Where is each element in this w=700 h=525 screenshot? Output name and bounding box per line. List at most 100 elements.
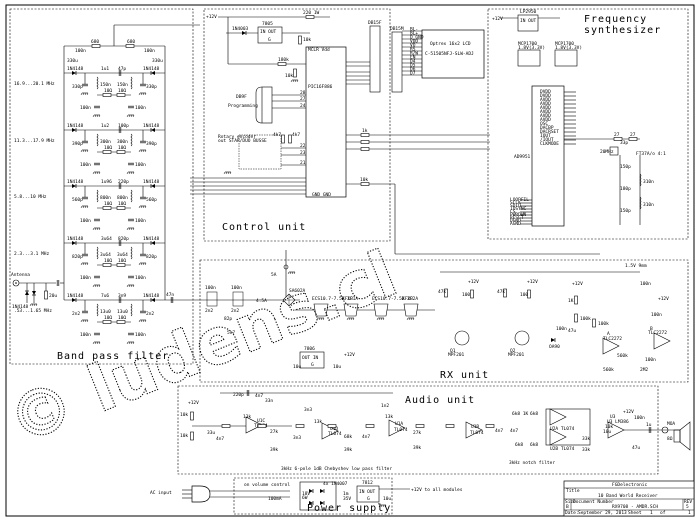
svg-text:A: A (607, 331, 610, 337)
control-unit-border (203, 8, 391, 242)
svg-text:1K: 1K (568, 298, 574, 304)
svg-text:3n3: 3n3 (304, 407, 312, 413)
svg-text:+12V: +12V (492, 16, 503, 22)
svg-text:2M2: 2M2 (640, 367, 648, 373)
svg-text:10Ω: 10Ω (104, 258, 112, 264)
db15f-connector (369, 25, 381, 93)
ac-plug-icon (191, 485, 211, 503)
transistor-q2 (514, 330, 530, 346)
svg-text:39k: 39k (344, 447, 352, 453)
svg-text:47p: 47p (118, 66, 126, 72)
svg-text:SA602A: SA602A (289, 288, 306, 294)
band-range-label: 5.8...10 MHz (14, 194, 47, 200)
svg-text:820p: 820p (146, 254, 157, 260)
lcd-module (421, 29, 485, 79)
svg-text:4n7: 4n7 (255, 393, 263, 399)
svg-text:560k: 560k (617, 353, 628, 359)
svg-text:7806: 7806 (304, 346, 315, 352)
svg-text:R/W: R/W (410, 51, 418, 57)
svg-text:820p: 820p (72, 254, 83, 260)
svg-text:Document Number: Document Number (573, 499, 614, 505)
svg-text:100n: 100n (80, 162, 91, 168)
svg-text:TLC2272: TLC2272 (603, 336, 622, 342)
svg-text:4k7: 4k7 (273, 132, 281, 138)
svg-text:3kHz notch filter: 3kHz notch filter (509, 460, 555, 466)
svg-text:10Ω: 10Ω (118, 88, 126, 94)
svg-text:DGND: DGND (510, 218, 521, 224)
svg-text:100: 100 (462, 292, 470, 298)
svg-text:2n2: 2n2 (231, 308, 239, 314)
svg-text:10k: 10k (285, 73, 293, 79)
svg-text:47u: 47u (632, 445, 640, 451)
svg-text:390p: 390p (146, 141, 157, 147)
svg-text:G: G (367, 496, 370, 502)
svg-text:27k: 27k (413, 430, 421, 436)
svg-text:4n7: 4n7 (510, 428, 518, 434)
svg-text:20u: 20u (49, 293, 57, 299)
audio-unit-border (177, 385, 659, 475)
title-block: FGDelectronic Title 10 Band World Receiv… (563, 480, 695, 517)
svg-text:100n: 100n (80, 105, 91, 111)
svg-text:1.8V(3.3V): 1.8V(3.3V) (518, 45, 545, 51)
svg-text:XF2B: XF2B (402, 296, 413, 302)
svg-text:100n: 100n (80, 218, 91, 224)
svg-text:2n2: 2n2 (146, 311, 154, 317)
svg-text:3u64: 3u64 (101, 236, 112, 242)
svg-text:on volume control: on volume control (244, 482, 290, 488)
svg-text:680: 680 (91, 39, 99, 45)
svg-text:SCLK: SCLK (510, 200, 521, 206)
mcu-pic16f886 (305, 46, 347, 198)
svg-text:10Ω: 10Ω (104, 201, 112, 207)
svg-text:330u: 330u (67, 58, 78, 64)
svg-text:out STAR/DUO BUSSE: out STAR/DUO BUSSE (218, 138, 267, 144)
svg-text:180p: 180p (620, 186, 631, 192)
svg-text:MCP1700: MCP1700 (518, 41, 537, 47)
svg-text:G: G (311, 362, 314, 368)
svg-text:BL-: BL- (410, 27, 418, 33)
revision: 5 (686, 504, 689, 510)
svg-text:Sheet: Sheet (628, 510, 642, 516)
control-unit-title: Control unit (222, 222, 306, 233)
svg-text:23: 23 (300, 150, 306, 156)
svg-text:4k7: 4k7 (292, 132, 300, 138)
svg-text:1N4148: 1N4148 (143, 66, 160, 72)
svg-text:U2A TL074: U2A TL074 (550, 426, 575, 432)
power-supply-border (233, 477, 393, 515)
svg-text:EN: EN (410, 55, 416, 61)
svg-text:Rotary encoder: Rotary encoder (218, 134, 256, 140)
svg-text:LOOPFIL: LOOPFIL (510, 197, 529, 203)
rotary-encoder[interactable] (238, 134, 282, 170)
svg-text:35V: 35V (343, 496, 351, 502)
audio-output-jack[interactable] (661, 426, 669, 434)
svg-text:330u: 330u (152, 58, 163, 64)
band-range-label: .53...1.65 MHz (14, 308, 52, 314)
svg-text:U1D: U1D (330, 426, 338, 432)
svg-text:RESET: RESET (510, 215, 524, 221)
svg-text:7805: 7805 (262, 21, 273, 27)
svg-text:100n: 100n (135, 275, 146, 281)
svg-text:AVDD: AVDD (540, 105, 551, 111)
antenna-input: Antenna 20u 1N4148 47n (11, 272, 200, 310)
svg-text:100: 100 (520, 292, 528, 298)
svg-text:100n: 100n (135, 105, 146, 111)
svg-text:D4: D4 (410, 59, 416, 65)
svg-text:22: 22 (300, 143, 306, 149)
svg-text:XF1B: XF1B (342, 296, 353, 302)
db15m-connector (391, 31, 403, 93)
svg-text:AGND: AGND (510, 221, 521, 227)
svg-text:10k: 10k (180, 412, 188, 418)
svg-text:310n: 310n (643, 179, 654, 185)
svg-text:U1A: U1A (395, 421, 403, 427)
regulator-7806 (299, 351, 325, 369)
svg-text:U1C: U1C (257, 418, 265, 424)
svg-text:27: 27 (614, 132, 620, 138)
svg-text:100k: 100k (580, 316, 591, 322)
svg-text:U3 LM386: U3 LM386 (607, 419, 629, 425)
svg-text:10Ω: 10Ω (104, 315, 112, 321)
crystal-20mhz (609, 146, 619, 156)
